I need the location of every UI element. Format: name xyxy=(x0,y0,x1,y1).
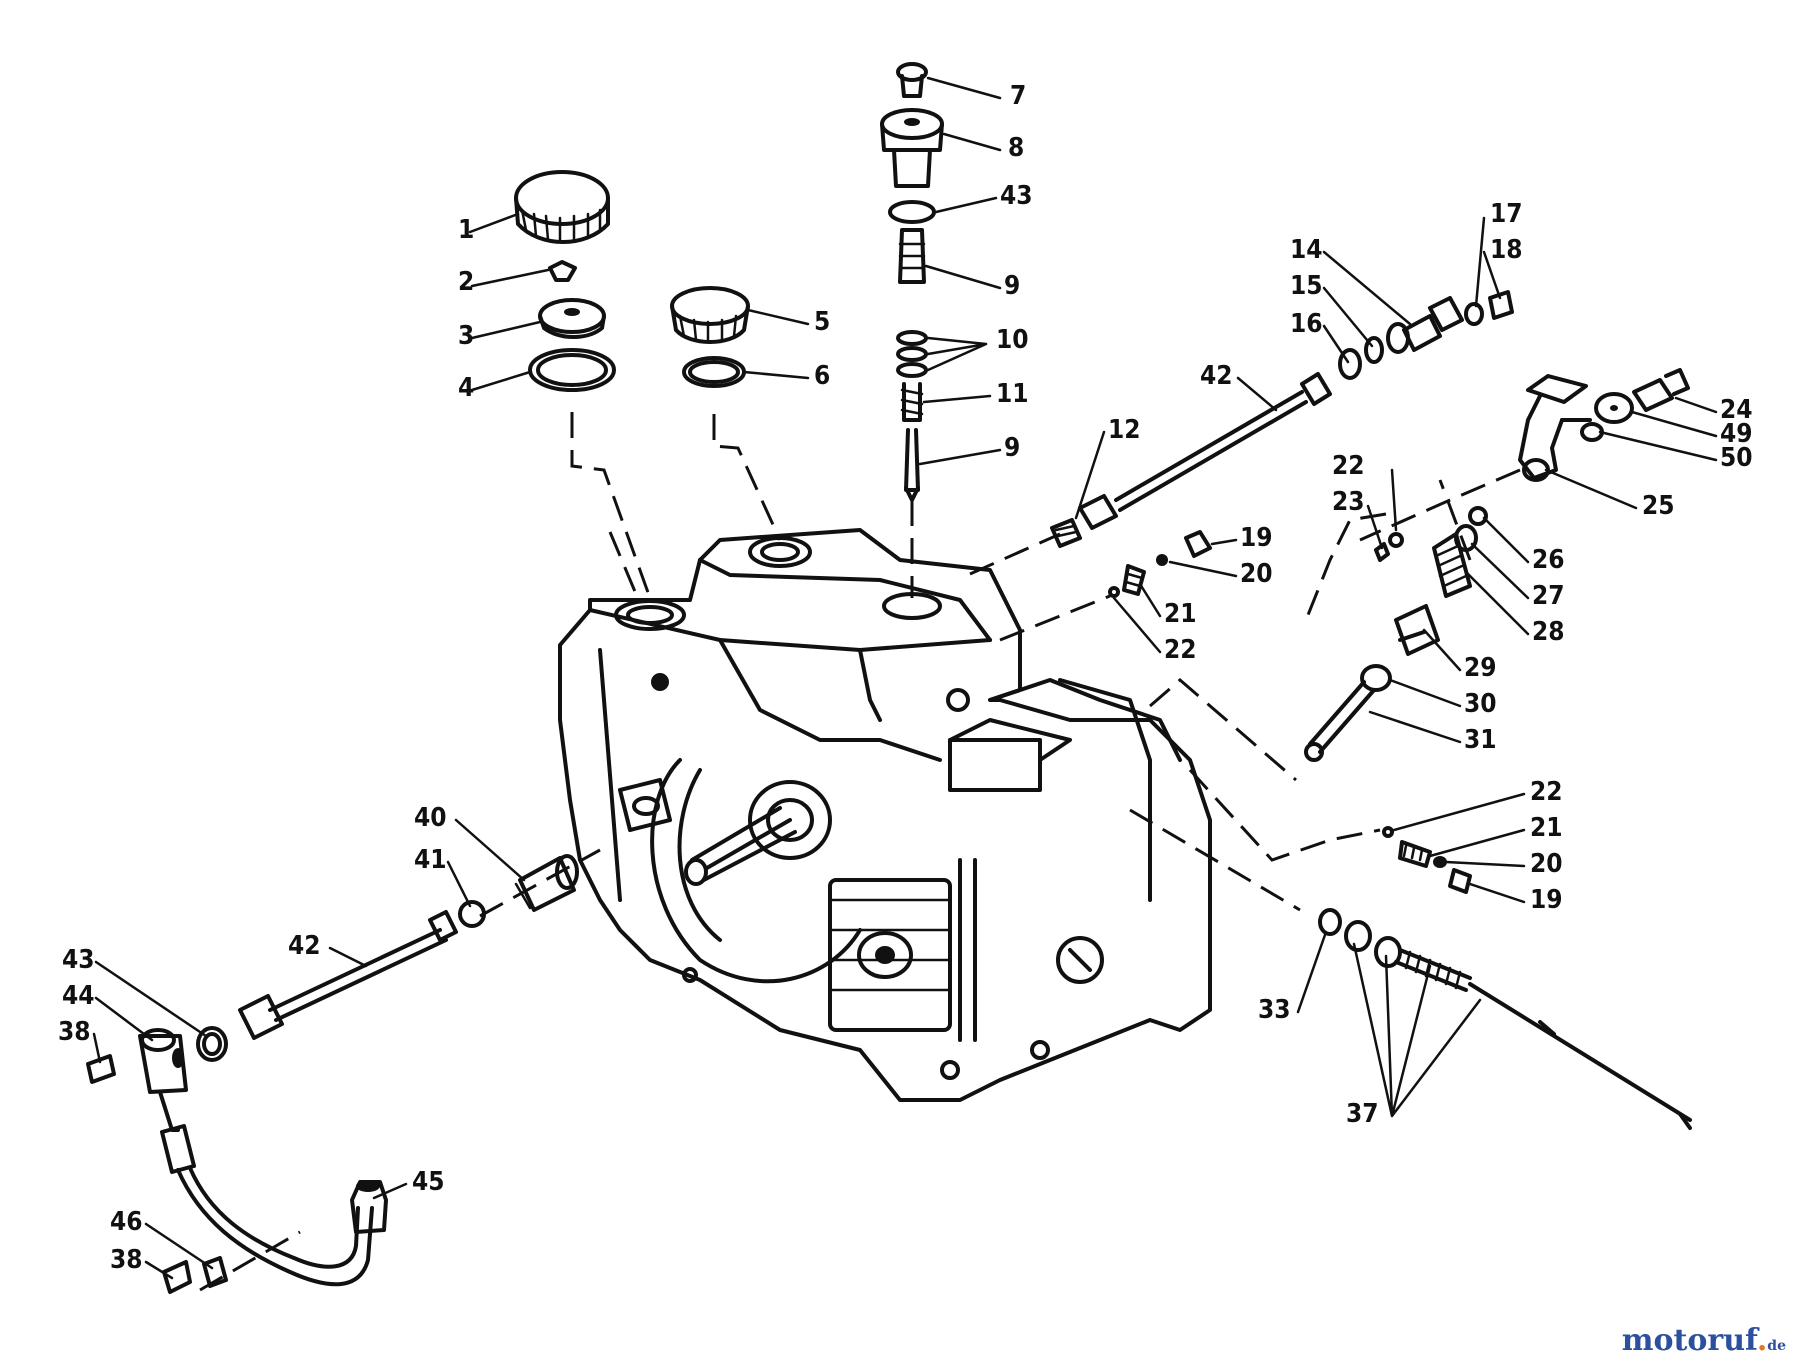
part-label-p27: 27 xyxy=(1532,581,1565,611)
part-label-p50: 50 xyxy=(1720,443,1753,473)
watermark: motoruf.de xyxy=(1622,1323,1786,1358)
watermark-tld: de xyxy=(1767,1338,1786,1354)
part-label-p26: 26 xyxy=(1532,545,1565,575)
upper-plug-set xyxy=(1108,530,1212,598)
part-label-p41: 41 xyxy=(414,845,447,875)
part-label-p29: 29 xyxy=(1464,653,1497,683)
part-number-labels: 1234567843910119124214151617182449502223… xyxy=(58,81,1753,1275)
part-label-p18: 18 xyxy=(1490,235,1523,265)
watermark-brand: motoruf xyxy=(1621,1323,1757,1358)
check-valve-assembly xyxy=(1304,506,1488,762)
part-label-p33: 33 xyxy=(1258,995,1291,1025)
part-label-p43b: 43 xyxy=(62,945,95,975)
part-label-p46: 46 xyxy=(110,1207,143,1237)
part-label-p42b: 42 xyxy=(288,931,321,961)
part-label-p21b: 21 xyxy=(1530,813,1563,843)
part-label-p21a: 21 xyxy=(1164,599,1197,629)
part-label-p2: 2 xyxy=(458,267,474,297)
part-label-p12: 12 xyxy=(1108,415,1141,445)
crankcase-housing xyxy=(558,528,1212,1102)
lever-bracket xyxy=(1518,368,1690,482)
adjuster-rod xyxy=(1318,908,1692,1130)
part-label-p19a: 19 xyxy=(1240,523,1273,553)
upper-oil-line xyxy=(1050,290,1514,548)
part-label-p3: 3 xyxy=(458,321,474,351)
part-label-p30: 30 xyxy=(1464,689,1497,719)
leader-lines xyxy=(92,76,1718,1280)
part-label-p15: 15 xyxy=(1290,271,1323,301)
part-label-p22c: 22 xyxy=(1530,777,1563,807)
part-label-p31: 31 xyxy=(1464,725,1497,755)
part-label-p38a: 38 xyxy=(58,1017,91,1047)
part-label-p28: 28 xyxy=(1532,617,1565,647)
oil-pump-stack xyxy=(880,62,944,502)
assembly-guide-lines xyxy=(199,412,1521,1292)
part-label-p37: 37 xyxy=(1346,1099,1379,1129)
part-label-p10: 10 xyxy=(996,325,1029,355)
part-label-p11: 11 xyxy=(996,379,1029,409)
part-label-p19b: 19 xyxy=(1530,885,1563,915)
part-label-p1: 1 xyxy=(458,215,474,245)
part-label-p14: 14 xyxy=(1290,235,1323,265)
part-label-p22a: 22 xyxy=(1332,451,1365,481)
part-label-p45: 45 xyxy=(412,1167,445,1197)
lower-oil-line xyxy=(86,854,579,1294)
part-label-p8: 8 xyxy=(1008,133,1024,163)
part-label-p43a: 43 xyxy=(1000,181,1033,211)
part-label-p5: 5 xyxy=(814,307,830,337)
part-label-p9b: 9 xyxy=(1004,433,1020,463)
part-label-p38b: 38 xyxy=(110,1245,143,1275)
part-label-p40: 40 xyxy=(414,803,447,833)
part-label-p20b: 20 xyxy=(1530,849,1563,879)
part-label-p24: 24 xyxy=(1720,395,1753,425)
part-label-p44: 44 xyxy=(62,981,95,1011)
part-label-p16: 16 xyxy=(1290,309,1323,339)
oil-cap-assembly xyxy=(670,286,750,388)
part-label-p42a: 42 xyxy=(1200,361,1233,391)
part-label-p17: 17 xyxy=(1490,199,1523,229)
fuel-cap-assembly xyxy=(514,170,616,392)
part-label-p9a: 9 xyxy=(1004,271,1020,301)
part-label-p22b: 22 xyxy=(1164,635,1197,665)
part-label-p6: 6 xyxy=(814,361,830,391)
part-label-p20a: 20 xyxy=(1240,559,1273,589)
part-label-p4: 4 xyxy=(458,373,474,403)
part-label-p49: 49 xyxy=(1720,419,1753,449)
watermark-dot: . xyxy=(1756,1323,1768,1358)
part-label-p25: 25 xyxy=(1642,491,1675,521)
lower-plug-set xyxy=(1382,826,1472,894)
part-label-p7: 7 xyxy=(1010,81,1026,111)
part-label-p23: 23 xyxy=(1332,487,1365,517)
